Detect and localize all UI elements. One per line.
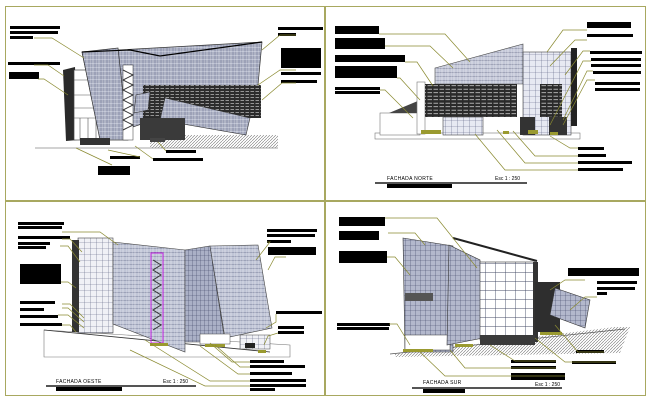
drawing-title: FACHADA SUR xyxy=(423,380,462,386)
annotation-label xyxy=(267,229,317,232)
annotation-label xyxy=(511,366,556,369)
annotation-label xyxy=(591,58,641,61)
annotation-label xyxy=(20,264,61,284)
annotation-label xyxy=(597,281,637,284)
annotation-label xyxy=(20,315,58,318)
annotation-label xyxy=(339,231,379,240)
building-elevation-drawing xyxy=(43,237,291,358)
annotation-label xyxy=(250,384,306,387)
building-elevation-drawing xyxy=(35,41,278,149)
annotation-label xyxy=(9,72,39,79)
annotation-label xyxy=(10,31,58,34)
annotation-label xyxy=(250,379,306,382)
annotation-label xyxy=(335,55,405,62)
annotation-label xyxy=(110,156,140,159)
title-underline xyxy=(375,182,527,184)
leader-lines xyxy=(379,29,595,171)
annotation-label xyxy=(587,34,633,37)
annotation-label xyxy=(587,22,631,28)
annotation-label xyxy=(578,154,606,157)
annotation-label xyxy=(339,217,385,226)
annotation-label xyxy=(18,246,46,249)
annotation-label xyxy=(578,161,632,164)
annotation-label xyxy=(339,251,387,263)
drawing-scale: Esc 1 : 250 xyxy=(535,382,561,388)
annotation-label xyxy=(578,147,604,150)
annotation-label xyxy=(590,51,642,54)
annotation-label xyxy=(153,158,203,161)
annotation-label xyxy=(281,80,317,83)
building-elevation-drawing xyxy=(374,43,581,140)
annotation-label xyxy=(578,168,623,171)
annotation-label xyxy=(98,166,130,175)
annotation-label xyxy=(595,82,640,85)
drawing-scale: Esc 1 : 250 xyxy=(163,379,189,385)
title-bar xyxy=(56,387,122,391)
annotation-label xyxy=(576,350,604,353)
annotation-label xyxy=(335,66,397,78)
annotation-label xyxy=(18,222,64,225)
annotation-label xyxy=(18,226,62,229)
annotation-label xyxy=(250,372,292,375)
annotation-label xyxy=(337,327,389,330)
annotation-label xyxy=(20,301,55,304)
annotation-label xyxy=(18,236,70,239)
annotation-label xyxy=(572,361,616,364)
elevation-panel-west: FACHADA OESTE Esc 1 : 250 xyxy=(0,200,325,400)
annotation-label xyxy=(281,72,321,75)
annotation-label xyxy=(597,287,635,290)
annotation-label xyxy=(278,27,323,30)
leader-lines xyxy=(34,34,296,166)
building-elevation-drawing xyxy=(389,237,630,357)
annotation-label xyxy=(593,71,641,74)
annotation-label xyxy=(250,388,275,391)
annotation-label xyxy=(8,62,60,65)
annotation-label xyxy=(511,373,565,380)
annotation-label xyxy=(250,360,284,363)
annotation-label xyxy=(335,38,385,49)
annotation-label xyxy=(10,36,33,39)
annotation-label xyxy=(276,311,322,314)
annotation-label xyxy=(10,26,60,29)
elevation-panel-top-left xyxy=(0,0,325,200)
annotation-label xyxy=(267,240,291,243)
annotation-label xyxy=(250,365,305,368)
annotation-label xyxy=(281,48,321,68)
annotation-label xyxy=(337,323,390,326)
annotation-label xyxy=(591,64,641,67)
annotation-label xyxy=(278,33,296,36)
annotation-label xyxy=(20,323,62,326)
annotation-label xyxy=(335,26,379,34)
elevation-panel-south: FACHADA SUR Esc 1 : 250 xyxy=(325,200,650,400)
title-underline xyxy=(46,385,196,387)
drawing-title: FACHADA OESTE xyxy=(56,379,102,385)
drawing-title: FACHADA NORTE xyxy=(387,176,434,182)
annotation-label xyxy=(597,292,607,295)
annotation-label xyxy=(511,360,556,363)
elevation-panel-north: FACHADA NORTE Esc 1 : 250 xyxy=(325,0,650,200)
annotation-label xyxy=(335,87,380,90)
annotation-label xyxy=(166,150,196,153)
leader-lines xyxy=(58,231,286,387)
annotation-label xyxy=(20,308,44,311)
annotation-label xyxy=(18,242,50,245)
annotation-label xyxy=(335,91,380,94)
annotation-label xyxy=(268,247,316,255)
leader-lines xyxy=(385,217,616,377)
title-bar xyxy=(387,184,452,188)
annotation-label xyxy=(595,88,640,91)
title-bar xyxy=(423,389,465,393)
annotation-label xyxy=(278,331,304,334)
annotation-label xyxy=(278,326,304,329)
panel-divider-horizontal xyxy=(5,200,646,202)
annotation-label xyxy=(568,268,639,276)
title-underline xyxy=(412,387,562,389)
annotation-label xyxy=(267,234,315,237)
drawing-scale: Esc 1 : 250 xyxy=(495,176,521,182)
